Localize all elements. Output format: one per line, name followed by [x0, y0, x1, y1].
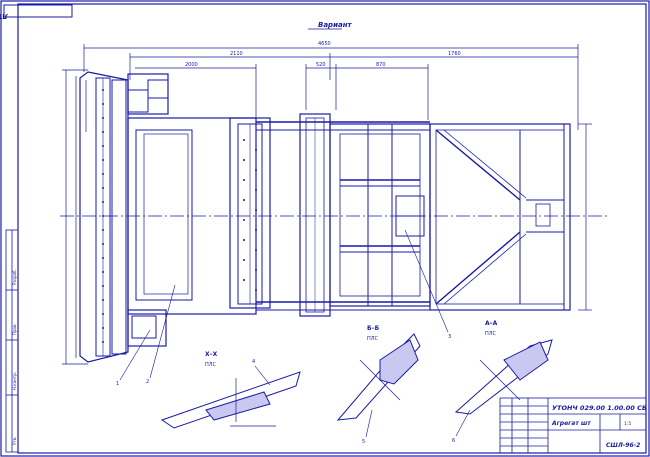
top-dimensions	[83, 44, 579, 130]
callout-4: 4	[252, 359, 255, 365]
left-strip-label-2: Пров.	[12, 323, 17, 335]
section-view-2	[336, 333, 421, 421]
left-strip-label-3: Н.контр.	[12, 372, 17, 390]
section-1-title: Х–Х	[205, 351, 218, 358]
section-2-title: Б–Б	[367, 325, 380, 332]
section-2-scale: ПЛС	[367, 336, 379, 342]
dim-d5: 870	[376, 62, 386, 68]
title-block	[499, 397, 647, 454]
title-block-scale: 1:5	[624, 421, 631, 427]
title-block-sheet-code: СШЛ-96-2	[606, 442, 640, 449]
callout-5: 5	[362, 439, 365, 445]
callout-3: 3	[448, 334, 451, 340]
top-left-stamp: ЛТПОТП.ЛЧ.Н.Д.ЧЛ.Т	[0, 4, 73, 20]
dim-d1: 2110	[230, 51, 243, 57]
dim-overall: 4650	[318, 41, 331, 47]
stamp-top-left-text: ЛТПОТП.ЛЧ.Н.Д.ЧЛ.Т	[0, 12, 8, 20]
callout-1: 1	[116, 381, 119, 387]
left-dimensions	[62, 69, 88, 365]
dim-d4: 520	[316, 62, 326, 68]
machine-plan-view	[79, 71, 592, 363]
left-strip-label-4: Утв.	[12, 437, 17, 445]
dim-d3: 2000	[185, 62, 198, 68]
section-view-1	[160, 371, 301, 429]
section-view-3	[454, 339, 553, 415]
sheet-frame	[17, 3, 647, 454]
title-block-designation: УТОНЧ 029.00 1.00.00 СБ	[552, 404, 647, 412]
section-1-scale: ПЛС	[205, 362, 217, 368]
left-strip-label-1: Разраб.	[12, 269, 17, 285]
callout-leaders	[119, 229, 471, 438]
section-3-title: А–А	[485, 320, 498, 327]
blade-segments	[102, 89, 257, 343]
title-block-name: Агрегат шт	[551, 420, 591, 427]
drawing-title: Вариант	[318, 21, 353, 29]
section-3-scale: ПЛС	[485, 331, 497, 337]
left-margin-strip	[5, 229, 19, 453]
dim-d2: 1760	[448, 51, 461, 57]
callout-2: 2	[146, 379, 149, 385]
callout-6: 6	[452, 438, 455, 444]
